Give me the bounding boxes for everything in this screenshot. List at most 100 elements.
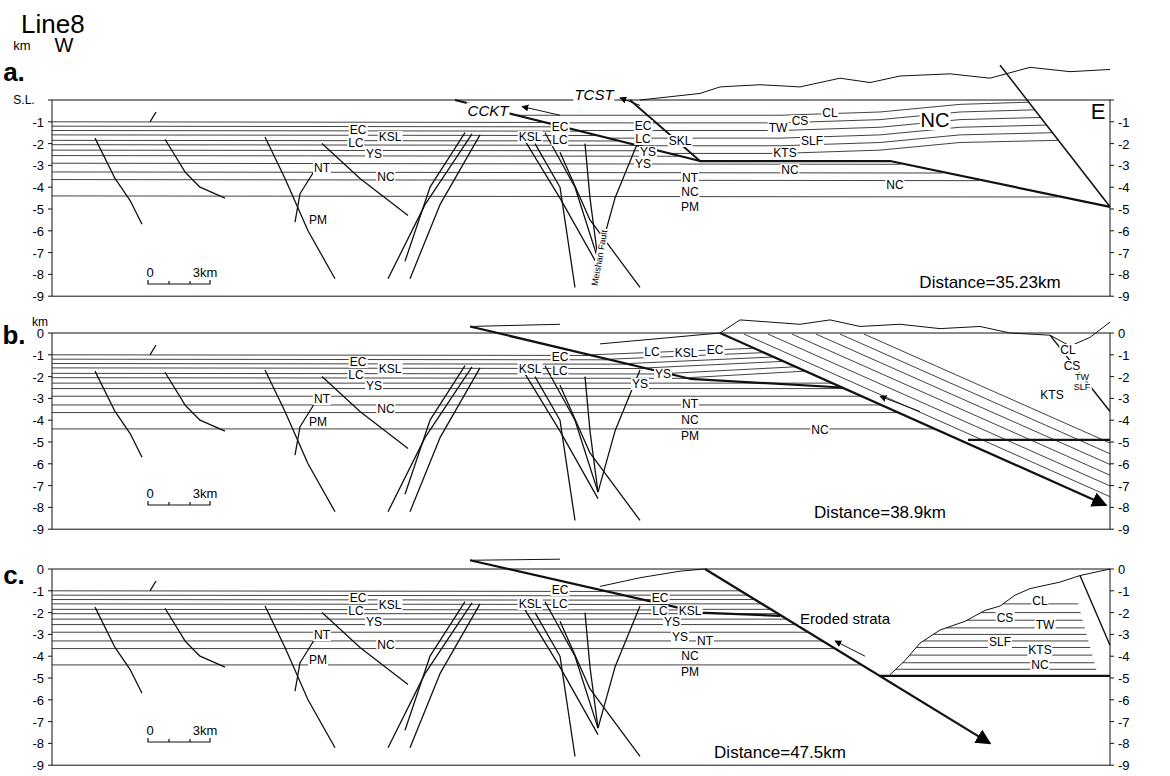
- axis-tick: [1110, 529, 1114, 530]
- axis-tick: [48, 765, 52, 766]
- formation-label: YS: [365, 148, 383, 160]
- axis-tick: [1110, 463, 1114, 464]
- normal-fault: [95, 371, 142, 457]
- axis-tick-label: -6: [31, 224, 45, 237]
- formation-label: SKL: [668, 135, 693, 147]
- formation-label: NC: [376, 171, 395, 183]
- slip-arrow: [835, 641, 865, 656]
- formation-label: PM: [308, 214, 328, 226]
- formation-label: LC: [551, 134, 568, 146]
- stratum-boundary: [896, 669, 1096, 670]
- topography: [720, 320, 1110, 346]
- stratum-boundary: [967, 620, 1083, 621]
- axis-tick-label: -6: [31, 693, 45, 706]
- axis-tick-label: -1: [1117, 584, 1131, 597]
- axis-tick-label: -8: [1117, 501, 1131, 514]
- axis-tick-label: -9: [31, 759, 45, 772]
- stratum-boundary: [946, 627, 1085, 628]
- formation-label: YS: [634, 158, 652, 170]
- axis-tick: [48, 699, 52, 700]
- normal-fault: [150, 345, 156, 355]
- scale-label: 3km: [192, 266, 219, 279]
- axis-tick: [48, 376, 52, 377]
- formation-label: EC: [349, 592, 368, 604]
- stratum-boundary: [647, 361, 783, 368]
- axis-tick-label: 0: [1117, 327, 1126, 340]
- thrust-fault: [1000, 65, 1110, 207]
- axis-tick: [1110, 485, 1114, 486]
- axis-tick: [1110, 699, 1114, 700]
- normal-fault: [545, 133, 598, 259]
- axis-tick: [48, 296, 52, 297]
- formation-label: CL: [1031, 595, 1048, 607]
- formation-label: KSL: [378, 363, 403, 375]
- formation-label: YS: [663, 616, 681, 628]
- axis-tick-label: -5: [1117, 436, 1131, 449]
- scale-label: 3km: [192, 724, 219, 737]
- axis-tick: [48, 569, 52, 570]
- stratum-boundary: [792, 334, 1110, 475]
- axis-tick-label: -4: [31, 650, 45, 663]
- stratum-boundary: [52, 359, 608, 361]
- formation-label: PM: [308, 654, 328, 666]
- formation-label: NT: [681, 172, 699, 184]
- normal-fault: [405, 602, 465, 731]
- axis-tick: [48, 507, 52, 508]
- axis-tick-label: -2: [31, 137, 45, 150]
- formation-label: NC: [376, 639, 395, 651]
- axis-tick: [48, 121, 52, 122]
- normal-fault: [265, 137, 335, 279]
- normal-fault: [535, 144, 575, 288]
- section-frame: [52, 100, 1110, 296]
- thrust-fault: [705, 569, 990, 743]
- normal-fault: [520, 133, 598, 266]
- scale-label: 0: [145, 487, 154, 500]
- formation-label: LC: [551, 598, 568, 610]
- axis-tick: [48, 143, 52, 144]
- axis-tick: [48, 398, 52, 399]
- formation-label: SLF: [800, 135, 824, 147]
- stratum-boundary: [903, 662, 1095, 663]
- formation-label: YS: [639, 146, 657, 158]
- panel-letter: c.: [2, 562, 26, 588]
- axis-tick-label: -8: [31, 268, 45, 281]
- axis-tick: [1110, 398, 1114, 399]
- stratum-boundary: [626, 595, 747, 596]
- axis-tick-label: -2: [1117, 606, 1131, 619]
- axis-tick-label: -3: [1117, 392, 1131, 405]
- section-frame: [52, 333, 1110, 529]
- axis-tick: [1110, 420, 1114, 421]
- axis-tick-label: 0: [36, 327, 45, 340]
- axis-tick: [1110, 252, 1114, 253]
- axis-tick-label: -7: [1117, 715, 1131, 728]
- axis-tick-label: -2: [1117, 370, 1131, 383]
- axis-tick: [1110, 590, 1114, 591]
- axis-tick-label: -6: [1117, 224, 1131, 237]
- formation-label: NC: [680, 186, 699, 198]
- formation-label: CS: [791, 115, 810, 127]
- formation-label: KSL: [518, 131, 543, 143]
- axis-tick-label: -3: [31, 159, 45, 172]
- axis-tick-label: -2: [31, 370, 45, 383]
- axis-tick-label: 0: [1117, 563, 1126, 576]
- formation-label: NC: [680, 414, 699, 426]
- axis-tick: [1110, 656, 1114, 657]
- axis-tick: [1110, 376, 1114, 377]
- formation-label: LC: [347, 605, 364, 617]
- formation-label: NC: [376, 403, 395, 415]
- stratum-boundary: [52, 613, 778, 614]
- formation-label: CS: [996, 612, 1015, 624]
- stratum-boundary: [688, 371, 805, 378]
- formation-label: EC: [551, 121, 570, 133]
- stratum-boundary: [52, 590, 604, 592]
- normal-fault: [265, 370, 335, 512]
- formation-label: NC: [1030, 659, 1049, 671]
- axis-tick: [1110, 333, 1114, 334]
- axis-tick: [1110, 230, 1114, 231]
- stratum-boundary: [52, 624, 796, 625]
- normal-fault: [405, 133, 465, 262]
- axis-unit: km: [12, 39, 31, 52]
- formation-label: KSL: [518, 598, 543, 610]
- axis-tick-label: -6: [1117, 693, 1131, 706]
